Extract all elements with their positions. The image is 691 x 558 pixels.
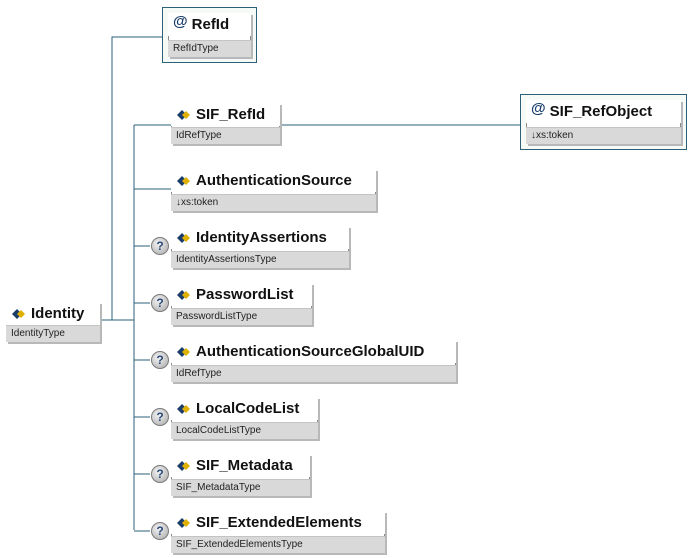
element-diamond-icon — [177, 403, 190, 414]
child-element-node[interactable]: SIF_RefId IdRefType — [171, 103, 280, 144]
sif-refobject-name: SIF_RefObject — [549, 103, 653, 120]
question-mark-icon: ? — [151, 237, 169, 255]
sif-refobject-type: ↓xs:token — [526, 127, 681, 144]
root-element-type: IdentityType — [6, 325, 100, 342]
element-diamond-icon — [177, 232, 190, 243]
child-element-node[interactable]: LocalCodeList LocalCodeListType — [171, 397, 318, 439]
child-element-type: IdRefType — [171, 127, 280, 144]
attribute-node-refid[interactable]: @ RefId RefIdType — [162, 7, 257, 63]
child-element-type: PasswordListType — [171, 308, 312, 325]
child-element-node[interactable]: PasswordList PasswordListType — [171, 283, 312, 325]
question-mark-icon: ? — [151, 522, 169, 540]
element-diamond-icon — [177, 175, 190, 186]
at-sign-icon: @ — [173, 13, 188, 30]
element-diamond-icon — [177, 289, 190, 300]
child-element-name: LocalCodeList — [196, 400, 300, 417]
child-element-type: SIF_MetadataType — [171, 479, 310, 496]
element-diamond-icon — [177, 517, 190, 528]
connector-root-to-refid — [100, 36, 163, 321]
root-element-name: Identity — [31, 305, 85, 322]
child-element-type: IdentityAssertionsType — [171, 251, 349, 268]
element-diamond-icon — [177, 346, 190, 357]
element-diamond-icon — [177, 109, 190, 120]
child-element-name: AuthenticationSource — [196, 172, 352, 189]
question-mark-icon: ? — [151, 408, 169, 426]
child-element-name: PasswordList — [196, 286, 294, 303]
child-element-node[interactable]: AuthenticationSource ↓xs:token — [171, 169, 376, 211]
element-diamond-icon — [177, 460, 190, 471]
child-element-name: AuthenticationSourceGlobalUID — [196, 343, 425, 360]
attribute-type: RefIdType — [168, 40, 251, 57]
child-element-name: SIF_Metadata — [196, 457, 293, 474]
question-mark-icon: ? — [151, 351, 169, 369]
child-element-name: SIF_ExtendedElements — [196, 514, 362, 531]
root-element-node[interactable]: Identity IdentityType — [6, 302, 100, 342]
child-element-name: SIF_RefId — [196, 106, 266, 123]
child-element-type: IdRefType — [171, 365, 456, 382]
at-sign-icon: @ — [531, 100, 546, 117]
question-mark-icon: ? — [151, 465, 169, 483]
child-element-name: IdentityAssertions — [196, 229, 327, 246]
child-element-node[interactable]: SIF_Metadata SIF_MetadataType — [171, 454, 310, 496]
child-element-node[interactable]: SIF_ExtendedElements SIF_ExtendedElement… — [171, 511, 385, 553]
element-diamond-icon — [12, 308, 25, 319]
attribute-node-sif-refobject[interactable]: @ SIF_RefObject ↓xs:token — [520, 94, 687, 150]
child-element-type: SIF_ExtendedElementsType — [171, 536, 385, 553]
child-element-node[interactable]: AuthenticationSourceGlobalUID IdRefType — [171, 340, 456, 382]
child-element-node[interactable]: IdentityAssertions IdentityAssertionsTyp… — [171, 226, 349, 268]
child-element-type: LocalCodeListType — [171, 422, 318, 439]
question-mark-icon: ? — [151, 294, 169, 312]
attribute-name: RefId — [191, 16, 230, 33]
child-element-type: ↓xs:token — [171, 194, 376, 211]
